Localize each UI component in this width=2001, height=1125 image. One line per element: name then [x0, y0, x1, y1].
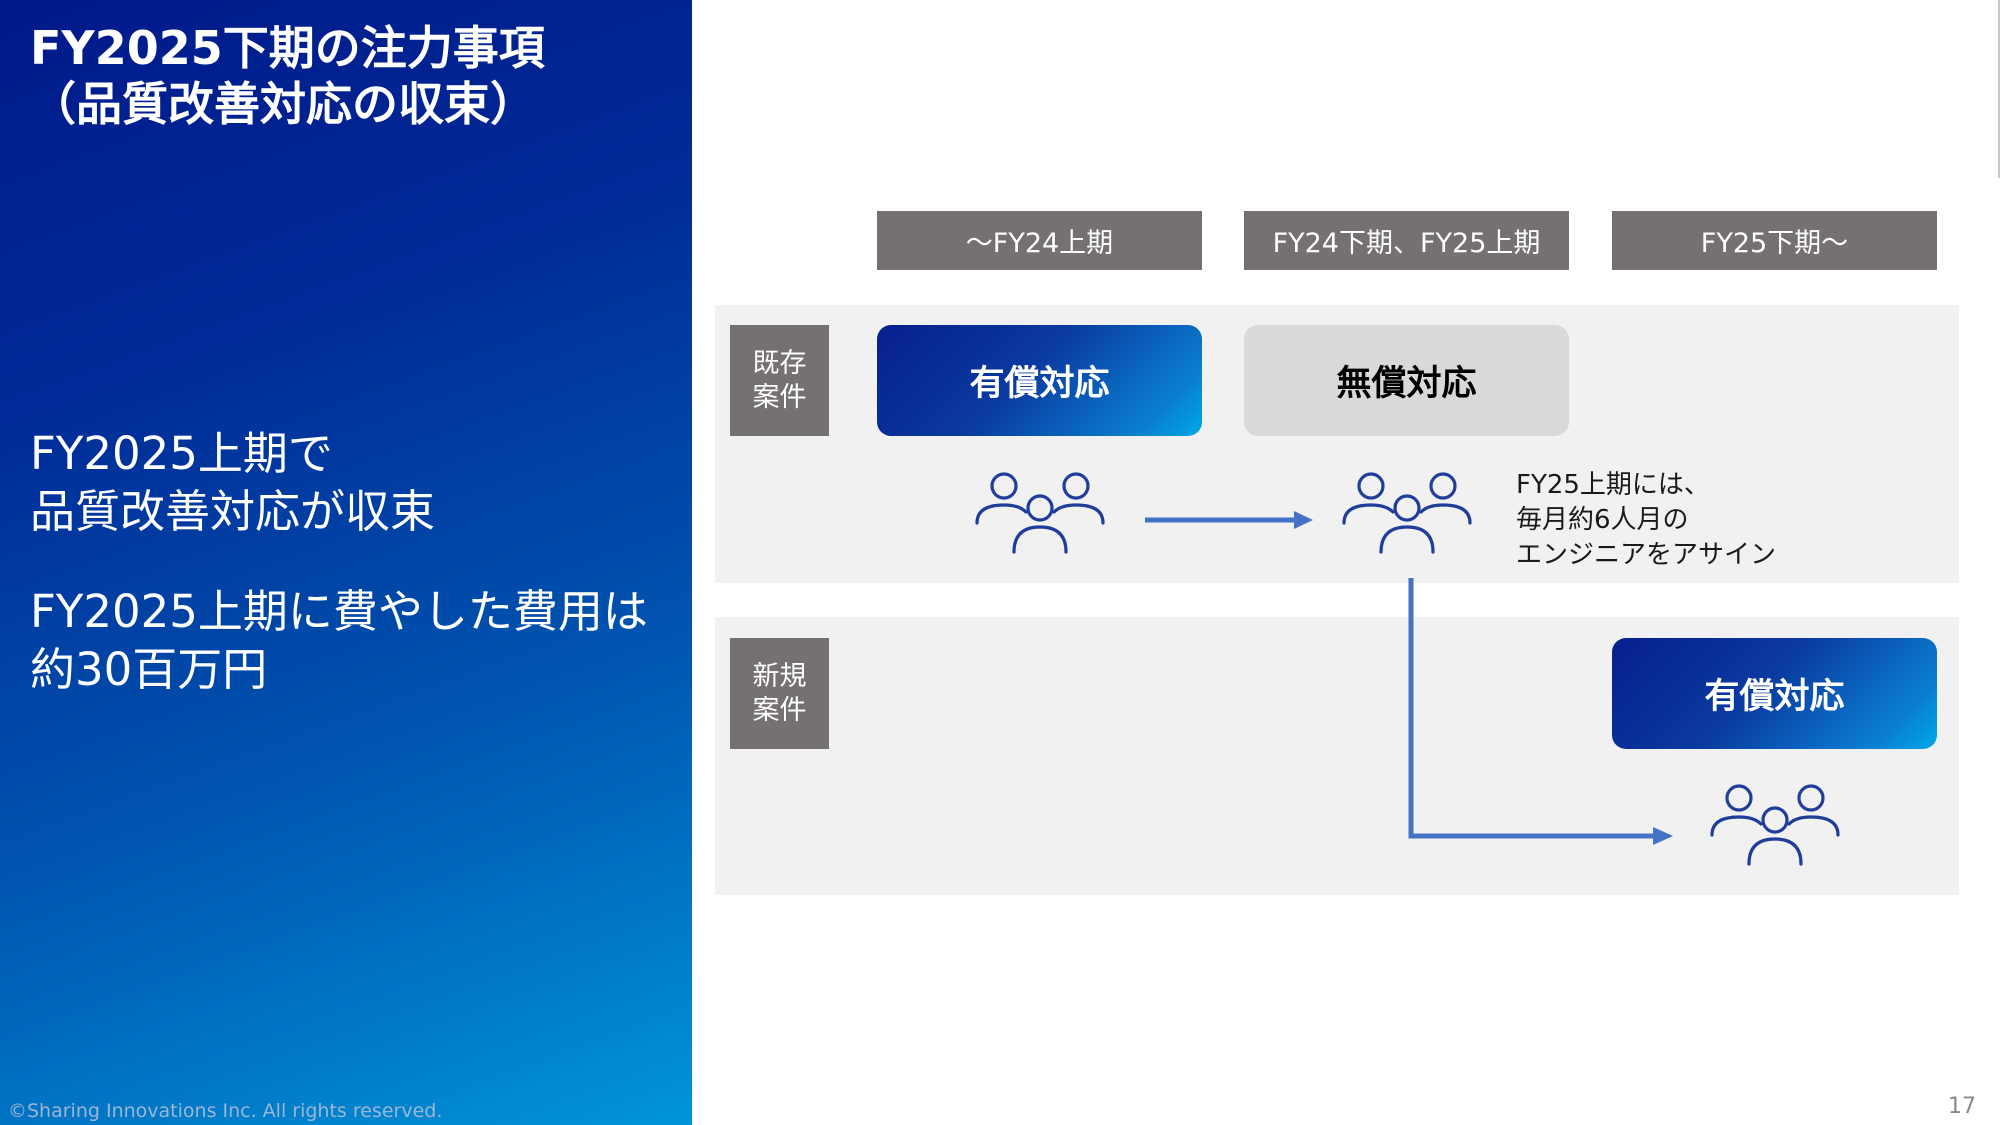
people-group-icon [975, 472, 1105, 554]
existing-projects-label: 既存案件 [730, 325, 829, 436]
people-group-icon [1342, 472, 1472, 554]
period-header-fy25-h2: FY25下期～ [1612, 211, 1937, 270]
summary-cost: FY2025上期に費やした費用は 約30百万円 [30, 585, 648, 696]
period-header-fy24-h1: ～FY24上期 [877, 211, 1202, 270]
period-header-fy24-h2-fy25-h1: FY24下期、FY25上期 [1244, 211, 1569, 270]
people-group-icon [1710, 784, 1840, 866]
assignment-note: FY25上期には、 毎月約6人月の エンジニアをアサイン [1516, 470, 1777, 570]
edge-divider [1998, 0, 2000, 178]
existing-free-support-box: 無償対応 [1244, 325, 1569, 436]
summary-quality-converged: FY2025上期で 品質改善対応が収束 [30, 427, 436, 538]
copyright: ©Sharing Innovations Inc. All rights res… [8, 1100, 443, 1122]
existing-projects-label-text: 既存案件 [752, 347, 807, 413]
existing-paid-support-box: 有償対応 [877, 325, 1202, 436]
new-paid-support-box: 有償対応 [1612, 638, 1937, 749]
left-panel: FY2025下期の注力事項 （品質改善対応の収束） FY2025上期で 品質改善… [0, 0, 692, 1125]
new-projects-label-text: 新規案件 [752, 660, 807, 726]
new-projects-label: 新規案件 [730, 638, 829, 749]
page-number: 17 [1948, 1094, 1976, 1119]
slide-title: FY2025下期の注力事項 （品質改善対応の収束） [30, 21, 545, 131]
